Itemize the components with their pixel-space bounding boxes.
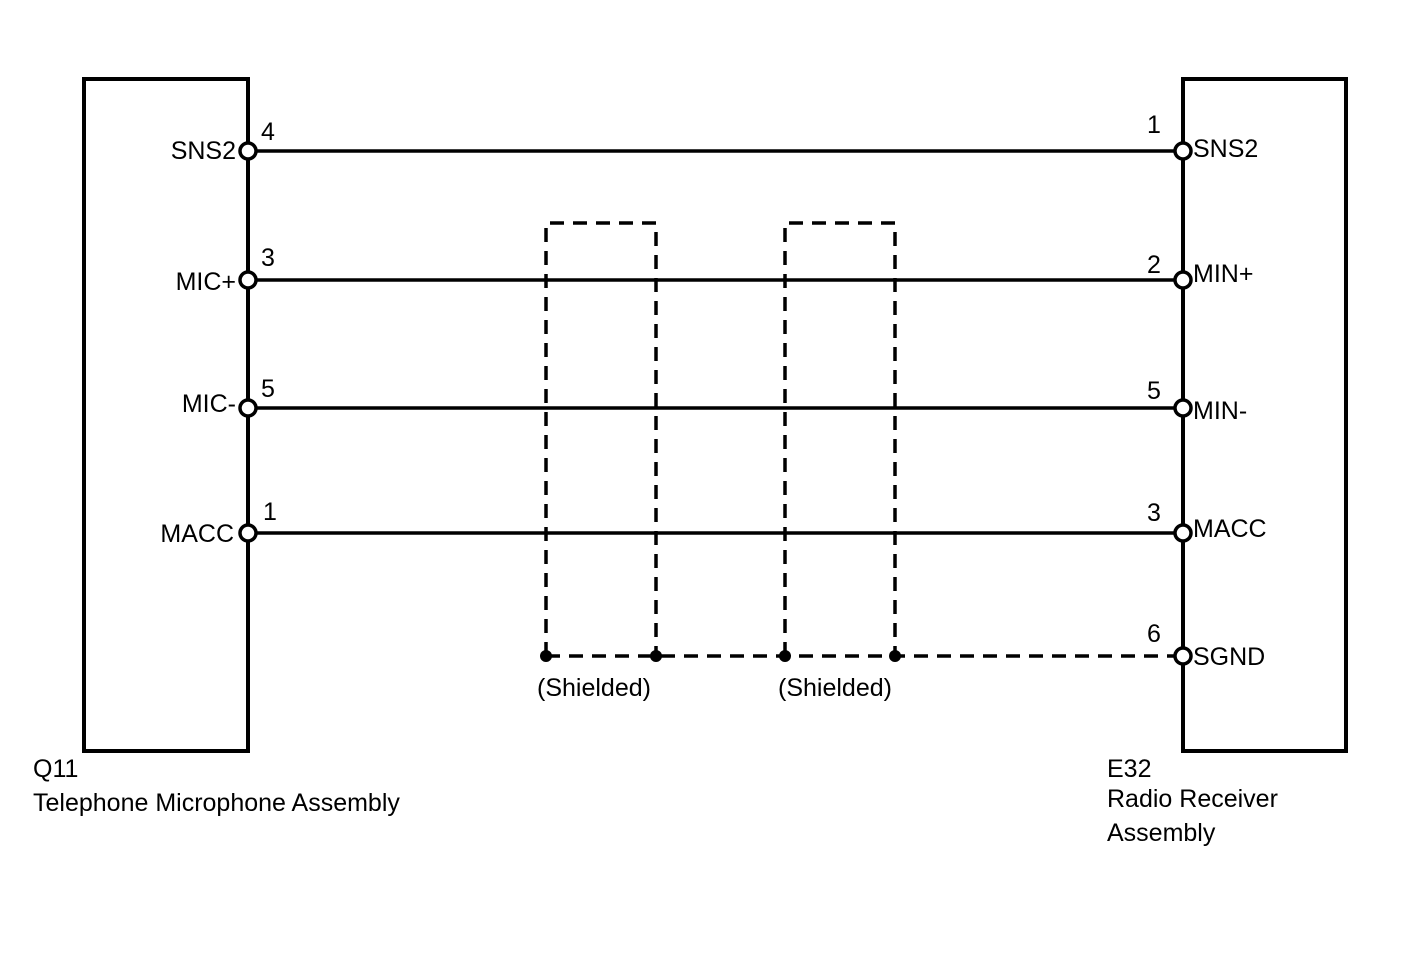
q11-component-name: Telephone Microphone Assembly (33, 789, 400, 817)
e32-terminal-macc (1173, 523, 1193, 543)
shield-junction-dot (889, 650, 901, 662)
e32-pin-number: 3 (1147, 499, 1161, 527)
q11-terminal-sns2 (238, 141, 258, 161)
shield-junction-dot (779, 650, 791, 662)
e32-pin-label: SGND (1193, 643, 1265, 671)
q11-pin-number: 4 (261, 118, 275, 146)
e32-pin-number: 6 (1147, 620, 1161, 648)
e32-pin-label: MIN+ (1193, 260, 1253, 288)
e32-pin-label: SNS2 (1193, 135, 1258, 163)
e32-component-id: E32 (1107, 755, 1151, 783)
shield-junction-dot (540, 650, 552, 662)
e32-terminal-min-plus (1173, 270, 1193, 290)
e32-pin-number: 2 (1147, 251, 1161, 279)
q11-terminal-macc (238, 523, 258, 543)
q11-pin-label: MACC (160, 520, 234, 548)
q11-pin-number: 1 (263, 498, 277, 526)
e32-terminal-sns2 (1173, 141, 1193, 161)
q11-terminal-mic-minus (238, 398, 258, 418)
shield-label: (Shielded) (778, 674, 892, 702)
shield-label: (Shielded) (537, 674, 651, 702)
e32-pin-label: MACC (1193, 515, 1267, 543)
e32-terminal-min-minus (1173, 398, 1193, 418)
e32-pin-label: MIN- (1193, 397, 1247, 425)
q11-pin-label: MIC+ (176, 268, 236, 296)
q11-pin-number: 3 (261, 244, 275, 272)
q11-pin-number: 5 (261, 375, 275, 403)
e32-component-name: Radio Receiver (1107, 785, 1278, 813)
shield-junction-dot (650, 650, 662, 662)
q11-terminal-mic-plus (238, 270, 258, 290)
q11-pin-label: MIC- (182, 390, 236, 418)
e32-terminal-sgnd (1173, 646, 1193, 666)
shield-1 (544, 221, 658, 656)
shield-2 (783, 221, 897, 656)
e32-pin-number: 5 (1147, 377, 1161, 405)
e32-pin-number: 1 (1147, 111, 1161, 139)
q11-component-id: Q11 (33, 755, 78, 783)
e32-component-name: Assembly (1107, 819, 1216, 847)
q11-pin-label: SNS2 (171, 137, 236, 165)
